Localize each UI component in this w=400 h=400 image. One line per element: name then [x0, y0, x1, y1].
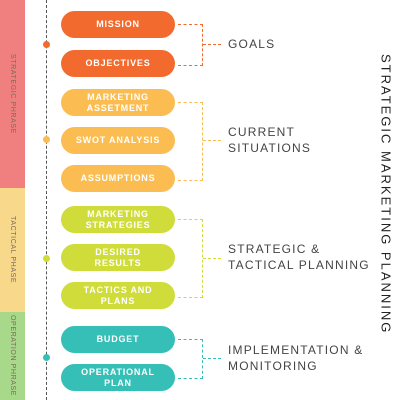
step-assumptions: ASSUMPTIONS	[61, 165, 175, 192]
bracket-implementation	[178, 339, 203, 379]
step-mission: MISSION	[61, 11, 175, 38]
phase-label-tactical: TACTICAL PHASE	[9, 216, 16, 284]
group-label-implementation: IMPLEMENTATION & MONITORING	[228, 343, 364, 374]
step-swot-analysis: SWOT ANALYSIS	[61, 127, 175, 154]
group-label-planning: STRATEGIC & TACTICAL PLANNING	[228, 242, 370, 273]
phase-band-tactical: TACTICAL PHASE	[0, 188, 25, 312]
step-marketing-strategies: MARKETING STRATEGIES	[61, 206, 175, 233]
timeline-dot-current	[43, 136, 50, 143]
connector-current-situations	[203, 140, 221, 141]
bracket-goals	[178, 24, 203, 66]
step-desired-results: DESIRED RESULTS	[61, 244, 175, 271]
group-label-current-situations: CURRENT SITUATIONS	[228, 125, 312, 156]
step-tactics-and-plans: TACTICS AND PLANS	[61, 282, 175, 309]
timeline-dot-planning	[43, 255, 50, 262]
timeline-dot-implementation	[43, 354, 50, 361]
connector-planning	[203, 258, 221, 259]
group-label-goals: GOALS	[228, 37, 276, 51]
diagram-title: STRATEGIC MARKETING PLANNING	[378, 53, 394, 335]
phase-label-operation: OPERATION PHRASE	[9, 315, 16, 397]
step-marketing-assetment: MARKETING ASSETMENT	[61, 89, 175, 116]
bracket-planning	[178, 219, 203, 298]
step-operational-plan: OPERATIONAL PLAN	[61, 364, 175, 391]
phase-band-operation: OPERATION PHRASE	[0, 312, 25, 400]
bracket-current-situations	[178, 102, 203, 181]
phase-band-strategic: STRATEGIC PHRASE	[0, 0, 25, 188]
connector-goals	[203, 44, 221, 45]
step-objectives: OBJECTIVES	[61, 50, 175, 77]
timeline-spine	[46, 0, 47, 400]
timeline-dot-goals	[43, 41, 50, 48]
step-budget: BUDGET	[61, 326, 175, 353]
connector-implementation	[203, 358, 221, 359]
diagram-title-wrap: STRATEGIC MARKETING PLANNING	[372, 48, 400, 340]
phase-label-strategic: STRATEGIC PHRASE	[9, 54, 16, 134]
